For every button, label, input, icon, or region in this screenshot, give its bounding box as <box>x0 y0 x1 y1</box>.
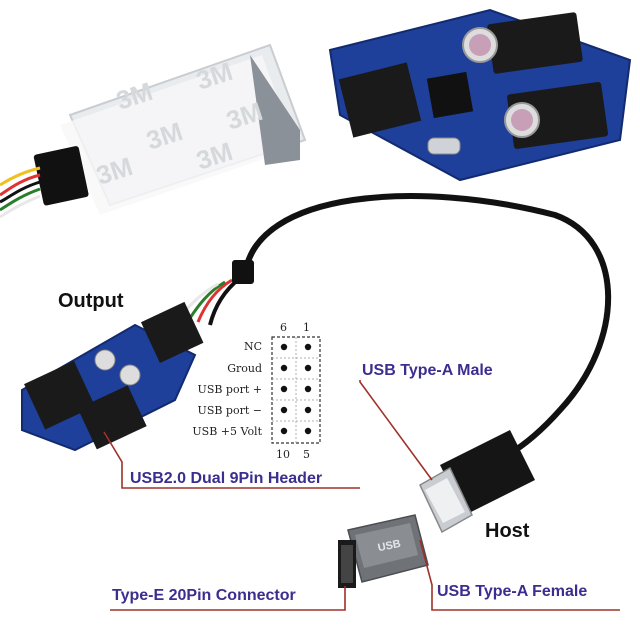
usb-type-a-female-label: USB Type-A Female <box>437 583 588 600</box>
tape-sample-photo: 3M 3M 3M 3M 3M 3M <box>0 43 307 219</box>
pin-dot <box>304 364 312 372</box>
pin-number-5: 5 <box>303 448 310 461</box>
usb-cable <box>242 193 612 473</box>
type-e-adapter: USB <box>338 514 429 588</box>
usb-type-a-male-label: USB Type-A Male <box>362 362 493 379</box>
output-label: Output <box>58 290 124 312</box>
pinout-diagram <box>271 336 321 444</box>
host-label: Host <box>485 520 530 542</box>
pin-label-nc: NC <box>243 340 262 353</box>
pin-dot <box>304 406 312 414</box>
pin-label-ground: Groud <box>227 362 262 375</box>
pin-dot <box>280 406 288 414</box>
usb-type-a-male-plug <box>419 430 535 534</box>
pin-label-usb-minus: USB port − <box>197 404 262 417</box>
svg-text:USB: USB <box>377 538 402 555</box>
pin-number-6: 6 <box>280 321 287 334</box>
type-e-connector-label: Type-E 20Pin Connector <box>112 587 296 604</box>
pin-dot <box>280 385 288 393</box>
pin-number-1: 1 <box>303 321 310 334</box>
output-pcb-photo <box>21 301 204 452</box>
pin-dot <box>304 385 312 393</box>
pin-dot <box>304 427 312 435</box>
pin-number-10: 10 <box>276 448 290 461</box>
pcb-board-photo <box>328 8 632 182</box>
pin-dot <box>280 364 288 372</box>
pin-dot <box>304 343 312 351</box>
pin-label-usb-5v: USB +5 Volt <box>192 425 262 438</box>
pin-dot <box>280 343 288 351</box>
pin-dot <box>280 427 288 435</box>
usb-dual-header-label: USB2.0 Dual 9Pin Header <box>130 470 323 487</box>
pin-label-usb-plus: USB port + <box>197 383 262 396</box>
leader-lines <box>103 380 620 611</box>
